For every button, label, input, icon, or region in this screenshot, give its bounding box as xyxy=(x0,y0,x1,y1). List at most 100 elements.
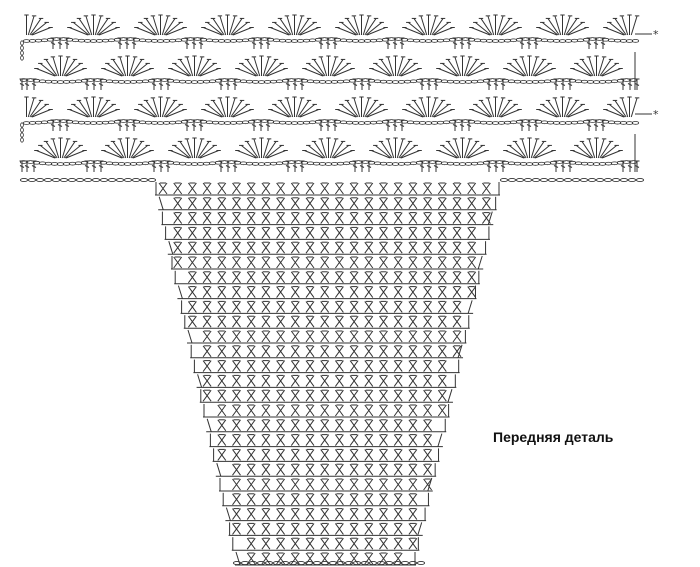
fan-stitch xyxy=(498,100,511,118)
fan-stitch xyxy=(52,56,60,77)
sc-stroke xyxy=(202,286,212,298)
fan-stitch xyxy=(614,18,627,36)
fan-stitch xyxy=(605,27,625,36)
sc-stroke xyxy=(246,227,256,239)
sc-stitch xyxy=(393,226,403,239)
chain-stitch xyxy=(178,79,187,84)
chain-stitch xyxy=(375,120,384,125)
sc-stroke xyxy=(173,241,183,254)
chain-stitch xyxy=(458,162,467,166)
sc-stroke xyxy=(232,271,241,284)
chain-stitch xyxy=(184,162,193,166)
sc-stitch xyxy=(379,300,388,313)
chain-stitch xyxy=(190,162,199,166)
chain-stitch xyxy=(576,120,585,125)
sc-stitch xyxy=(364,552,374,565)
sc-stroke xyxy=(202,227,212,239)
chain-stitch xyxy=(107,177,117,183)
fan-stitch xyxy=(600,63,618,77)
chain-stitch xyxy=(604,161,613,166)
fan-stitch xyxy=(304,150,324,159)
sc-stitch xyxy=(276,552,286,565)
sc-stroke xyxy=(334,182,344,195)
sc-stroke xyxy=(379,523,388,535)
sc-row xyxy=(164,226,490,240)
chain-stitch xyxy=(196,162,205,166)
shell-fan xyxy=(461,14,530,43)
fan-stitch xyxy=(240,63,258,77)
fan-stitch xyxy=(152,15,160,36)
sc-stroke xyxy=(202,345,212,358)
sc-stroke xyxy=(349,419,359,432)
sc-stroke xyxy=(261,360,271,372)
sc-stitch xyxy=(393,300,403,313)
sc-stroke xyxy=(423,286,433,298)
fan-stitch xyxy=(299,109,319,118)
sc-stitch xyxy=(290,197,300,210)
chain-stitch xyxy=(123,177,133,183)
sc-stitch xyxy=(364,212,374,224)
fan-stitch xyxy=(541,22,559,36)
sc-stitch xyxy=(305,226,315,239)
sc-stroke xyxy=(408,375,418,387)
sc-stroke xyxy=(232,449,241,461)
fan-stitch xyxy=(231,104,249,118)
sc-stroke xyxy=(364,212,374,224)
sc-stitch xyxy=(290,478,300,491)
fan-stitch xyxy=(103,150,123,159)
sc-stitch xyxy=(320,463,330,476)
chain-stitch xyxy=(629,78,638,82)
chain-stitch xyxy=(479,120,488,125)
fan-stitch xyxy=(371,68,391,77)
sc-stroke xyxy=(452,345,462,358)
sc-stroke xyxy=(452,241,462,254)
sc-row xyxy=(171,255,484,270)
fan-stitch xyxy=(588,138,596,159)
sc-stroke xyxy=(305,389,315,402)
chain-stitch xyxy=(619,39,628,43)
sc-stroke xyxy=(305,197,315,210)
sc-stroke xyxy=(334,404,344,417)
sc-stitch xyxy=(320,271,330,284)
dc-bar xyxy=(399,42,405,45)
chain-stitch xyxy=(211,38,220,43)
sc-stroke xyxy=(232,375,241,387)
fan-stitch xyxy=(332,63,350,77)
dc-bar xyxy=(586,124,592,127)
fan-stitch xyxy=(131,63,149,77)
turning-chain xyxy=(20,40,24,46)
fan-stitch xyxy=(230,100,243,118)
fan-stitch xyxy=(601,150,621,159)
chain-stitch xyxy=(59,37,68,41)
sc-stitch xyxy=(217,212,227,224)
sc-stitch xyxy=(276,315,286,328)
sc-stitch xyxy=(437,241,447,254)
sc-stitch xyxy=(202,315,212,328)
fan-stitch xyxy=(31,27,51,36)
dc-bar xyxy=(57,124,63,127)
fan-stitch xyxy=(534,150,554,159)
dc-bar xyxy=(31,165,37,168)
fan-stitch xyxy=(463,56,471,77)
sc-stroke xyxy=(349,301,359,313)
dc-bar xyxy=(385,124,391,127)
sc-stroke xyxy=(393,449,403,461)
sc-stroke xyxy=(437,197,447,210)
sc-stroke xyxy=(349,197,359,210)
sc-stroke xyxy=(246,434,256,446)
sc-stroke xyxy=(364,360,374,372)
sc-row xyxy=(167,241,487,255)
fan-stitch xyxy=(152,97,160,118)
shell-fan xyxy=(260,14,329,43)
dc-bar xyxy=(57,42,63,45)
sc-stroke xyxy=(217,197,227,210)
fan-stitch xyxy=(331,59,344,77)
chain-stitch xyxy=(105,79,114,84)
sc-stroke xyxy=(217,227,227,239)
chain-stitch xyxy=(586,80,595,84)
chain-stitch xyxy=(62,80,71,84)
chain-stitch xyxy=(129,162,138,166)
sc-stroke xyxy=(246,360,256,372)
sc-stroke xyxy=(320,463,330,476)
chain-stitch xyxy=(354,160,363,164)
